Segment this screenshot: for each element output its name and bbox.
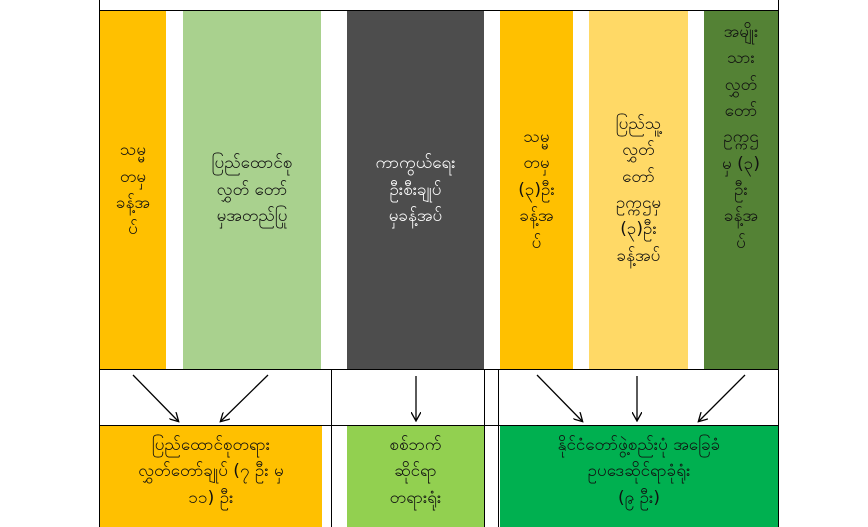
column-divider-right	[498, 369, 499, 527]
top-border	[99, 10, 779, 11]
column-divider-left	[331, 369, 332, 527]
box-union-parliament-approved: ပြည်ထောင်စု လွှတ် တော် မှအတည်ပြု	[183, 11, 321, 369]
column-divider-mid	[484, 369, 485, 527]
box-label: စစ်ဘက် ဆိုင်ရာ တရားရုံး	[389, 435, 442, 508]
box-constitutional-tribunal: နိုင်ငံတော်ဖွဲ့စည်းပုံ အခြေခံ ဥပဒေဆိုင်ရ…	[500, 426, 778, 527]
box-house-speaker-appoints-three: ပြည်သူ့ လွှတ် တော် ဥက္ကဌမှ (၃)ဦး ခန့်အပ်	[589, 11, 688, 369]
box-president-appointed: သမ္မ တမှ ခန့်အ ပ်	[100, 11, 166, 369]
box-label: ပြည်ထောင်စုတရား လွှတ်တော်ချုပ် (၇ ဦး မှ …	[138, 435, 284, 508]
box-label: ကာကွယ်ရေး ဦးစီးချုပ် မှခန့်အပ်	[375, 153, 456, 227]
box-label: နိုင်ငံတော်ဖွဲ့စည်းပုံ အခြေခံ ဥပဒေဆိုင်ရ…	[557, 435, 721, 508]
box-military-court: စစ်ဘက် ဆိုင်ရာ တရားရုံး	[347, 426, 484, 527]
box-national-speaker-appoints-three: အမျိုး သား လွှတ် တော် ဥက္ကဌ မှ (၃) ဦး ခန…	[704, 11, 778, 369]
box-label: သမ္မ တမှ (၃)ဦး ခန့်အ ပ်	[518, 127, 555, 253]
box-label: သမ္မ တမှ ခန့်အ ပ်	[116, 140, 150, 240]
diagram-frame	[99, 0, 779, 527]
box-label: ပြည်သူ့ လွှတ် တော် ဥက္ကဌမှ (၃)ဦး ခန့်အပ်	[615, 113, 662, 266]
box-commander-in-chief-appointed: ကာကွယ်ရေး ဦးစီးချုပ် မှခန့်အပ်	[347, 11, 484, 369]
box-president-appoints-three: သမ္မ တမှ (၃)ဦး ခန့်အ ပ်	[500, 11, 573, 369]
box-supreme-court: ပြည်ထောင်စုတရား လွှတ်တော်ချုပ် (၇ ဦး မှ …	[100, 426, 322, 527]
box-label: အမျိုး သား လွှတ် တော် ဥက္ကဌ မှ (၃) ဦး ခန…	[722, 22, 760, 253]
row-divider-bottom	[99, 425, 779, 426]
box-label: ပြည်ထောင်စု လွှတ် တော် မှအတည်ပြု	[211, 153, 293, 227]
row-divider-top	[99, 369, 779, 370]
